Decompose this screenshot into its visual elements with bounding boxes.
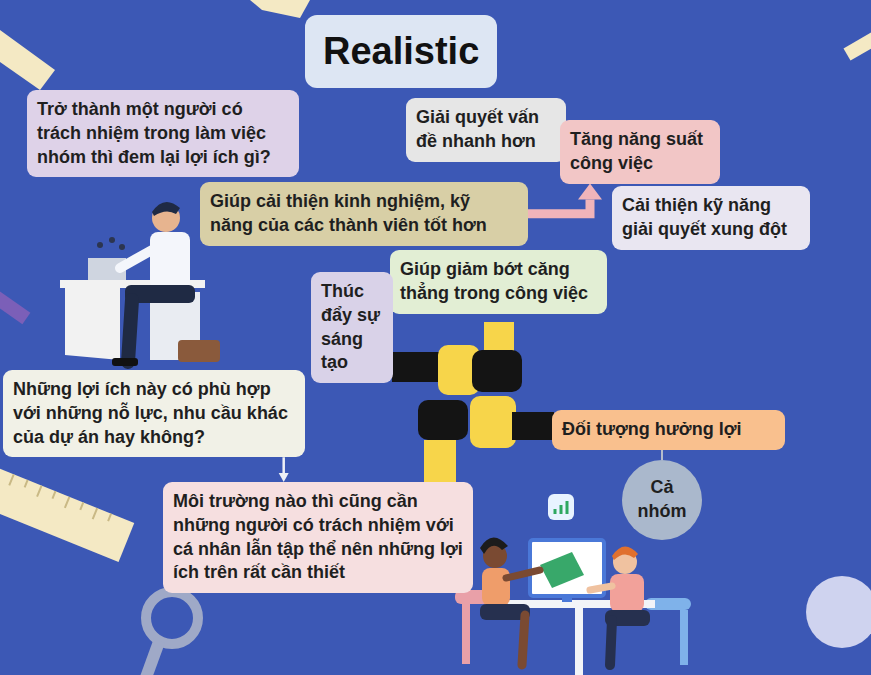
- arm-black: [392, 352, 442, 382]
- ruler-ticks: [9, 474, 111, 524]
- ruler-decor: [0, 467, 134, 562]
- circle-decor: [806, 576, 871, 648]
- person-at-desk: [60, 202, 220, 366]
- node-text: Cả nhóm: [626, 476, 698, 524]
- question-box: Những lợi ích này có phù hợp với những n…: [3, 370, 305, 457]
- arm: [120, 250, 152, 268]
- ruler-body: [0, 467, 134, 562]
- pencil-decor: [0, 30, 55, 90]
- node-text: Thúc đẩy sự sáng tạo: [321, 280, 383, 375]
- hair: [152, 202, 180, 216]
- question-box: Trở thành một người có trách nhiệm trong…: [27, 90, 299, 177]
- label-box: Đối tượng hưởng lợi: [552, 410, 785, 450]
- magnifier-handle: [140, 639, 165, 675]
- pencil-decor: [250, 0, 310, 18]
- circle-node: Cả nhóm: [622, 460, 702, 540]
- arm-black: [512, 412, 554, 440]
- node-text: Giúp giảm bớt căng thẳng trong công việc: [400, 258, 597, 306]
- hand-yellow: [470, 396, 516, 448]
- shirt: [150, 232, 190, 290]
- node-text: Đối tượng hưởng lợi: [562, 418, 775, 442]
- leg: [522, 615, 525, 665]
- table-leg: [575, 608, 583, 675]
- connector-line: [528, 200, 590, 214]
- desk-side: [65, 288, 120, 360]
- arrow-head: [578, 184, 602, 200]
- chair-leg: [462, 604, 470, 664]
- icon-dot: [97, 242, 103, 248]
- node-text: Trở thành một người có trách nhiệm trong…: [37, 98, 289, 169]
- leg: [128, 300, 132, 362]
- arm: [590, 586, 612, 590]
- answer-box: Môi trường nào thì cũng cần những người …: [163, 482, 473, 593]
- connector: [662, 450, 663, 460]
- benefit-box: Giải quyết vấn đề nhanh hơn: [406, 98, 566, 162]
- benefit-box: Giúp cải thiện kinh nghiệm, kỹ năng của …: [200, 182, 528, 246]
- benefit-box: Cải thiện kỹ năng giải quyết xung đột: [612, 186, 810, 250]
- title-text: Realistic: [323, 30, 479, 72]
- leg: [610, 620, 612, 665]
- connector: [279, 457, 289, 482]
- magnifier-decor: [146, 592, 198, 644]
- hand-black: [472, 350, 522, 392]
- chart-icon: [548, 494, 574, 520]
- connector: [528, 184, 602, 214]
- icon-dot: [109, 237, 115, 243]
- node-text: Cải thiện kỹ năng giải quyết xung đột: [622, 194, 800, 242]
- people-at-table: [455, 537, 691, 675]
- node-text: Giải quyết vấn đề nhanh hơn: [416, 106, 556, 154]
- hair: [612, 546, 638, 560]
- monitor-stand: [562, 596, 572, 602]
- node-text: Tăng năng suất công việc: [570, 128, 710, 176]
- shirt: [610, 574, 644, 612]
- hair: [480, 537, 508, 554]
- rod-decor: [0, 290, 30, 324]
- connector-line: [282, 457, 285, 473]
- arm: [506, 570, 540, 578]
- title-box: Realistic: [305, 15, 497, 88]
- hand-black: [418, 400, 468, 440]
- benefit-box: Thúc đẩy sự sáng tạo: [311, 272, 393, 383]
- node-text: Giúp cải thiện kinh nghiệm, kỹ năng của …: [210, 190, 518, 238]
- chart-bars: [555, 501, 567, 514]
- shirt: [482, 568, 510, 606]
- paper: [540, 552, 584, 588]
- shoe: [112, 358, 138, 366]
- benefit-box: Giúp giảm bớt căng thẳng trong công việc: [390, 250, 607, 314]
- connector-line: [661, 450, 663, 460]
- benefit-box: Tăng năng suất công việc: [560, 120, 720, 184]
- icon-dot: [119, 244, 125, 250]
- arrow-head: [279, 473, 289, 482]
- bag: [178, 340, 220, 362]
- pencil-decor: [844, 28, 871, 60]
- node-text: Những lợi ích này có phù hợp với những n…: [13, 378, 295, 449]
- node-text: Môi trường nào thì cũng cần những người …: [173, 490, 463, 585]
- chair-leg: [680, 610, 688, 665]
